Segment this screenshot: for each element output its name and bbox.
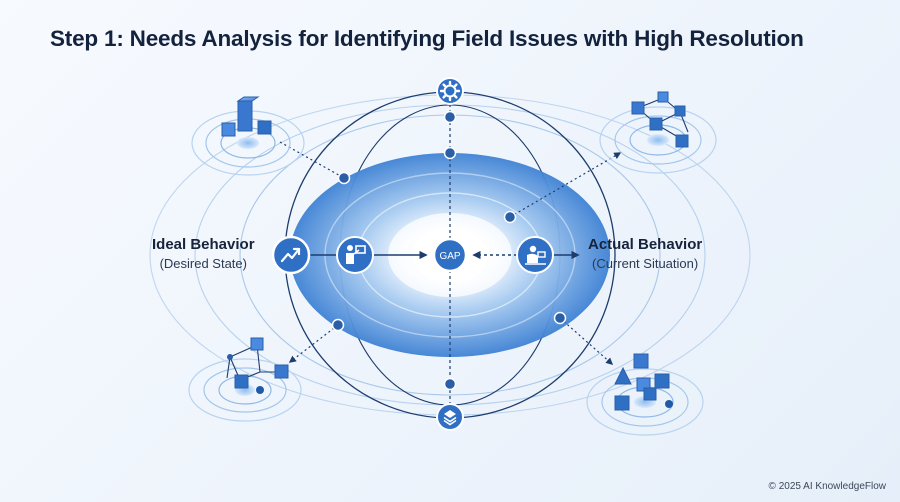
copyright-notice: © 2025 AI KnowledgeFlow — [768, 481, 886, 492]
actual-behavior-label: Actual Behavior (Current Situation) — [588, 236, 702, 271]
ideal-behavior-title: Ideal Behavior — [152, 236, 255, 253]
network-cubes-icon — [599, 91, 717, 174]
gap-label: GAP — [439, 251, 460, 262]
gap-node: GAP — [432, 237, 468, 273]
actual-behavior-title: Actual Behavior — [588, 236, 703, 253]
orbit-nodes — [331, 110, 567, 391]
actual-behavior-subtitle: (Current Situation) — [591, 256, 699, 271]
ideal-behavior-label: Ideal Behavior (Desired State) — [152, 236, 255, 271]
trend-up-icon — [271, 235, 311, 275]
bar-chart-cubes-icon — [191, 96, 305, 176]
layers-icon — [436, 403, 464, 431]
ideal-behavior-subtitle: (Desired State) — [159, 256, 247, 271]
worker-desk-icon — [516, 236, 554, 274]
gear-icon — [436, 77, 464, 105]
network-cubes-icon — [188, 337, 302, 422]
page-title: Step 1: Needs Analysis for Identifying F… — [50, 26, 804, 51]
diagonal-connectors — [279, 141, 622, 365]
shapes-cubes-icon — [586, 353, 704, 436]
presenter-icon — [336, 236, 374, 274]
